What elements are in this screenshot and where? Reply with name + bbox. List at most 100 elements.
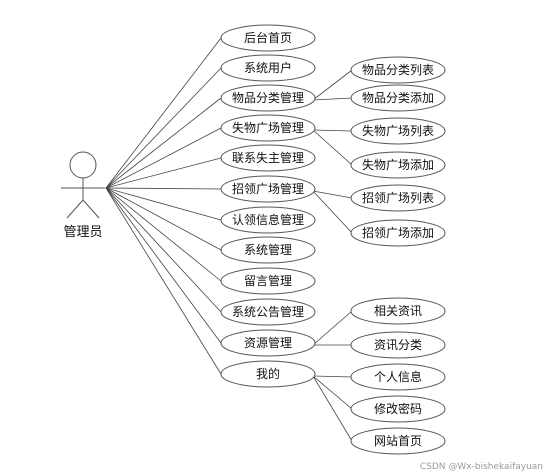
use-case-sysuser: 系统用户 — [220, 54, 316, 82]
use-case-catadd: 物品分类添加 — [350, 84, 446, 112]
use-case-label: 招领广场列表 — [362, 191, 434, 205]
use-case-lostmgr: 失物广场管理 — [220, 114, 316, 142]
use-case-label: 修改密码 — [374, 401, 422, 416]
assoc-line-catmgr — [105, 97, 222, 189]
use-case-ellipse — [220, 360, 316, 388]
use-case-catlist: 物品分类列表 — [350, 56, 446, 84]
assoc-line-claimmgr — [105, 187, 222, 190]
use-case-ellipse — [350, 184, 446, 212]
use-case-label: 后台首页 — [244, 30, 292, 45]
use-case-ellipse — [350, 84, 446, 112]
use-case-ellipse — [220, 144, 316, 172]
use-case-site: 网站首页 — [350, 427, 446, 455]
assoc-line-lostlist — [312, 129, 353, 132]
use-case-claimmgr: 招领广场管理 — [220, 175, 316, 203]
actor-admin: 管理员 — [61, 151, 105, 240]
use-case-profile: 个人信息 — [350, 363, 446, 391]
use-case-ellipse — [350, 297, 446, 325]
assoc-line-catadd — [312, 97, 353, 101]
use-case-label: 招领广场添加 — [362, 226, 434, 240]
use-case-ellipse — [350, 219, 446, 247]
use-case-notice: 系统公告管理 — [220, 298, 316, 326]
use-case-label: 资讯分类 — [374, 338, 422, 352]
use-case-ellipse — [220, 329, 316, 357]
assoc-line-claimlist — [312, 190, 353, 199]
use-case-mine: 我的 — [220, 360, 316, 388]
use-case-label: 联系失主管理 — [232, 150, 304, 165]
assoc-line-sysuser — [105, 67, 222, 189]
assoc-line-news — [312, 310, 353, 346]
assoc-line-pwd — [312, 375, 353, 410]
use-case-label: 网站首页 — [374, 434, 422, 448]
use-case-ellipse — [220, 298, 316, 326]
use-case-ellipse — [220, 236, 316, 264]
use-case-label: 留言管理 — [244, 273, 292, 288]
assoc-line-res — [105, 187, 222, 344]
use-case-label: 资源管理 — [244, 335, 292, 350]
use-case-label: 物品分类添加 — [362, 91, 434, 105]
use-case-label: 相关资讯 — [374, 304, 422, 318]
use-case-msg: 留言管理 — [220, 267, 316, 295]
assoc-line-claimadd — [312, 190, 353, 234]
assoc-line-contact — [105, 157, 222, 189]
use-case-label: 物品分类列表 — [362, 63, 434, 77]
use-case-ellipse — [220, 24, 316, 52]
actor-leg-left — [66, 199, 84, 219]
assoc-line-verify — [105, 187, 222, 221]
use-case-ellipse — [220, 206, 316, 234]
use-case-label: 招领广场管理 — [232, 181, 304, 196]
use-case-verify: 认领信息管理 — [220, 206, 316, 234]
sub-use-cases: 物品分类列表物品分类添加失物广场列表失物广场添加招领广场列表招领广场添加相关资讯… — [350, 56, 446, 455]
use-case-label: 系统管理 — [244, 242, 292, 257]
use-case-sysmgr: 系统管理 — [220, 236, 316, 264]
use-case-ellipse — [220, 175, 316, 203]
use-case-label: 系统用户 — [244, 60, 292, 75]
use-case-label: 认领信息管理 — [232, 212, 304, 227]
use-case-label: 失物广场添加 — [362, 157, 434, 172]
assoc-line-lostadd — [312, 129, 353, 166]
use-case-claimadd: 招领广场添加 — [350, 219, 446, 247]
assoc-line-home — [105, 37, 222, 189]
use-case-contact: 联系失主管理 — [220, 144, 316, 172]
use-case-ellipse — [350, 395, 446, 423]
use-case-ellipse — [350, 427, 446, 455]
use-case-home: 后台首页 — [220, 24, 316, 52]
use-case-ellipse — [220, 84, 316, 112]
watermark: CSDN @Wx-bishekaifayuan — [419, 462, 543, 472]
assoc-line-mine — [105, 187, 222, 375]
use-case-label: 我的 — [256, 366, 280, 381]
use-case-ellipse — [220, 114, 316, 142]
use-case-ellipse — [220, 267, 316, 295]
use-cases: 后台首页系统用户物品分类管理失物广场管理联系失主管理招领广场管理认领信息管理系统… — [220, 24, 316, 388]
use-case-pwd: 修改密码 — [350, 395, 446, 423]
use-case-label: 失物广场列表 — [362, 123, 434, 138]
use-case-res: 资源管理 — [220, 329, 316, 357]
use-case-label: 失物广场管理 — [232, 120, 304, 135]
use-case-ellipse — [350, 331, 446, 359]
use-case-lostlist: 失物广场列表 — [350, 117, 446, 145]
use-case-ellipse — [220, 54, 316, 82]
assoc-line-sysmgr — [105, 187, 222, 251]
assoc-line-msg — [105, 187, 222, 282]
use-case-ellipse — [350, 363, 446, 391]
use-case-news: 相关资讯 — [350, 297, 446, 325]
actor-head — [69, 151, 97, 179]
use-case-label: 物品分类管理 — [232, 90, 304, 105]
use-case-label: 个人信息 — [374, 369, 422, 384]
use-case-ellipse — [350, 56, 446, 84]
use-case-ellipse — [350, 117, 446, 145]
use-case-catmgr: 物品分类管理 — [220, 84, 316, 112]
assoc-line-notice — [105, 187, 222, 313]
assoc-line-catlist — [312, 69, 353, 101]
use-case-label: 系统公告管理 — [232, 304, 304, 319]
use-case-ellipse — [350, 151, 446, 179]
actor-label: 管理员 — [63, 225, 102, 240]
assoc-line-lostmgr — [105, 127, 222, 189]
use-case-claimlist: 招领广场列表 — [350, 184, 446, 212]
actor-leg-right — [82, 199, 100, 219]
assoc-line-site — [312, 375, 353, 442]
association-lines — [105, 37, 353, 442]
use-case-lostadd: 失物广场添加 — [350, 151, 446, 179]
assoc-line-profile — [312, 375, 353, 378]
